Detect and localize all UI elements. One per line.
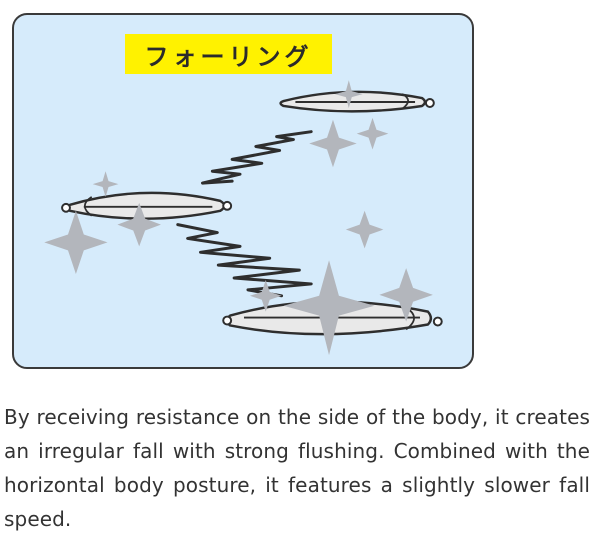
sparkle-icon-top-right: [356, 117, 389, 150]
sparkle-icon-right-middle: [345, 210, 384, 249]
lure-icon-top: [279, 90, 435, 113]
zigzag-trail-icon-upper: [200, 130, 313, 185]
sparkle-icon-middle-left-large: [44, 210, 108, 275]
sparkle-icon-middle-left-small: [92, 171, 119, 197]
falling-figure-panel: フォーリング: [12, 13, 474, 369]
sparkle-icon-top-small: [334, 80, 363, 108]
falling-label: フォーリング: [125, 34, 332, 74]
sparkle-icon-middle-center: [117, 202, 161, 247]
sparkle-icon-top-large: [309, 119, 357, 168]
caption-text: By receiving resistance on the side of t…: [4, 405, 590, 531]
zigzag-trail-icon-lower: [176, 223, 313, 298]
sparkle-icon-bottom-center: [249, 279, 282, 312]
falling-illustration: [44, 80, 443, 356]
lure-icon-middle: [61, 191, 233, 220]
sparkle-icon-bottom-right: [379, 268, 433, 322]
sparkle-icon-bottom-large: [283, 260, 375, 356]
